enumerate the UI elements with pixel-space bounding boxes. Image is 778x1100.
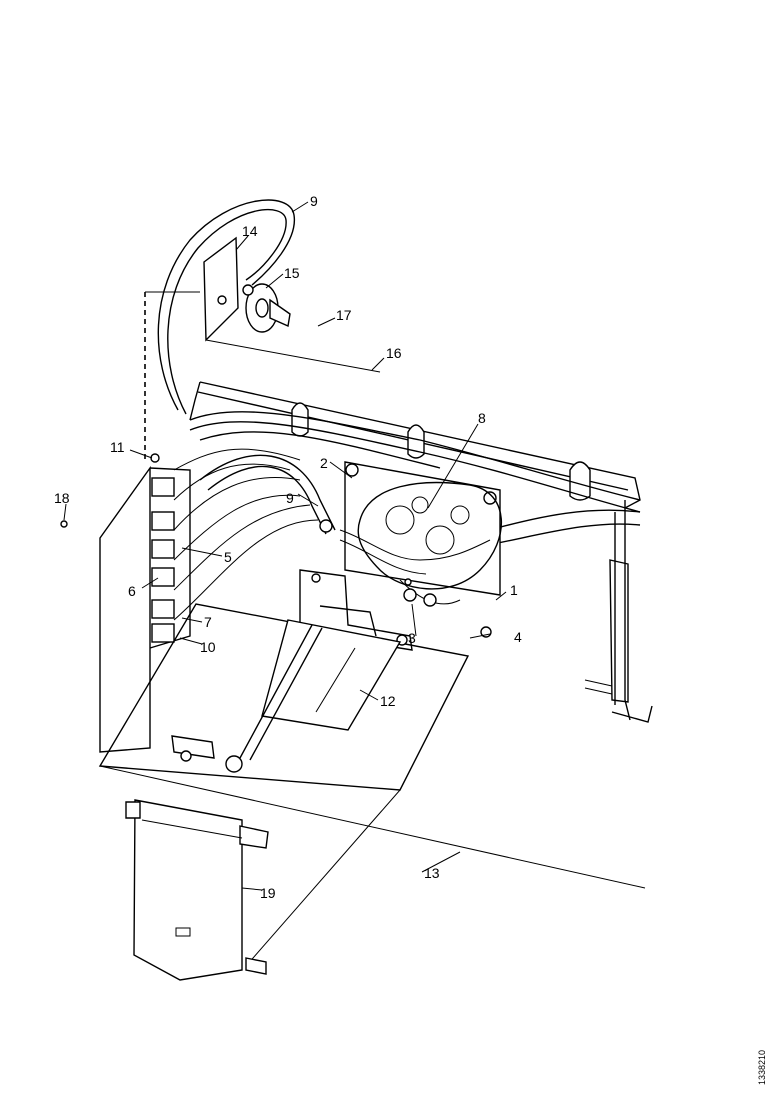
hub-assembly — [199, 454, 502, 607]
left-connector-panel — [60, 448, 319, 753]
callout-18: 18 — [54, 490, 70, 506]
callout-6: 6 — [128, 583, 136, 599]
callout-13: 13 — [424, 865, 440, 881]
mounting-bracket — [171, 569, 492, 773]
figure-ref-number: 1338210 — [757, 1050, 767, 1085]
callout-12: 12 — [380, 693, 396, 709]
callout-5: 5 — [224, 549, 232, 565]
callout-8: 8 — [478, 410, 486, 426]
bottom-cover — [125, 799, 269, 981]
base-plate — [98, 603, 646, 967]
callout-14: 14 — [242, 223, 258, 239]
callout-labels: 9 14 15 17 16 8 11 2 9 18 5 6 1 7 3 4 10… — [54, 193, 522, 901]
upper-cable-loop — [144, 199, 381, 460]
wire-harness — [189, 411, 641, 546]
callout-9-center: 9 — [286, 490, 294, 506]
callout-3: 3 — [408, 630, 416, 646]
callout-9-upper: 9 — [310, 193, 318, 209]
callout-16: 16 — [386, 345, 402, 361]
callout-7: 7 — [204, 614, 212, 630]
callout-17: 17 — [336, 307, 352, 323]
callout-2: 2 — [320, 455, 328, 471]
callout-4: 4 — [514, 629, 522, 645]
callout-15: 15 — [284, 265, 300, 281]
callout-10: 10 — [200, 639, 216, 655]
callout-11: 11 — [110, 439, 125, 455]
callout-1: 1 — [510, 582, 518, 598]
leader-lines — [63, 201, 507, 891]
callout-19: 19 — [260, 885, 276, 901]
